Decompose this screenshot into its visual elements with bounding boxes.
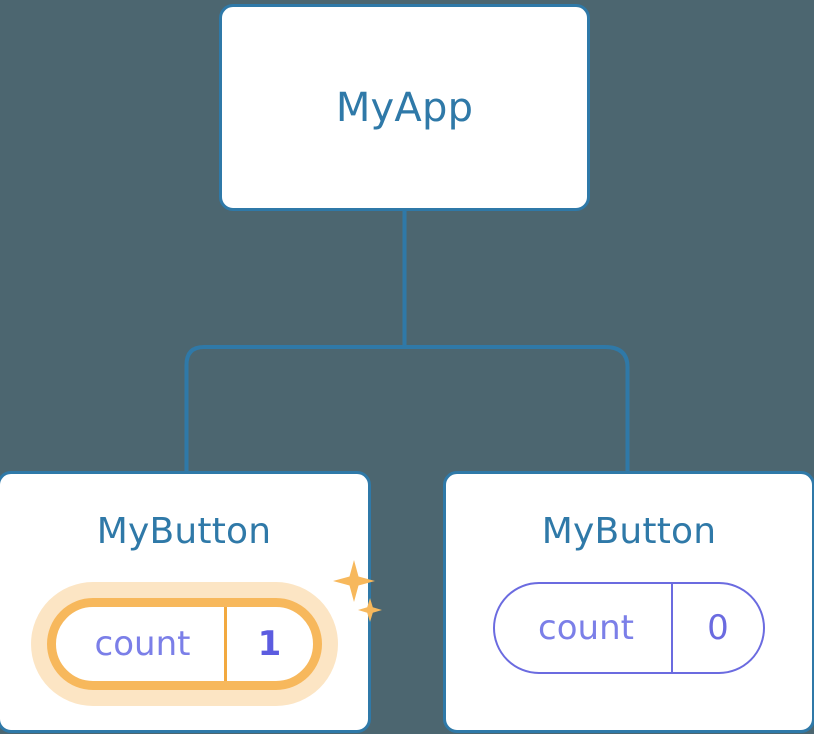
node-mybutton-right[interactable]: MyButton count 0: [443, 471, 814, 733]
state-value-left: 1: [257, 624, 282, 664]
sparkle-small-icon: [357, 598, 382, 622]
state-pill-right[interactable]: count 0: [493, 582, 765, 674]
sparkle-large-icon: [332, 560, 375, 602]
state-value-right: 0: [707, 608, 729, 648]
node-mybutton-left-label: MyButton: [96, 511, 272, 552]
state-pill-left[interactable]: count 1: [46, 598, 322, 690]
connector-branch-bus: [184, 345, 630, 472]
node-mybutton-right-label: MyButton: [541, 511, 717, 552]
node-mybutton-left[interactable]: MyButton count 1: [0, 471, 382, 733]
state-pill-divider-right: [671, 584, 673, 672]
node-myapp[interactable]: MyApp: [219, 4, 590, 211]
state-pill-left-highlight-ring: count 1: [30, 560, 382, 706]
state-pill-left-wrap: count 1: [30, 560, 382, 706]
sparkle-group: [332, 560, 382, 622]
node-myapp-label: MyApp: [335, 84, 474, 131]
state-pill-right-wrap: count 0: [493, 582, 765, 674]
state-pill-divider-left: [223, 607, 227, 681]
state-key-left: count: [94, 624, 191, 664]
state-key-right: count: [538, 608, 634, 648]
